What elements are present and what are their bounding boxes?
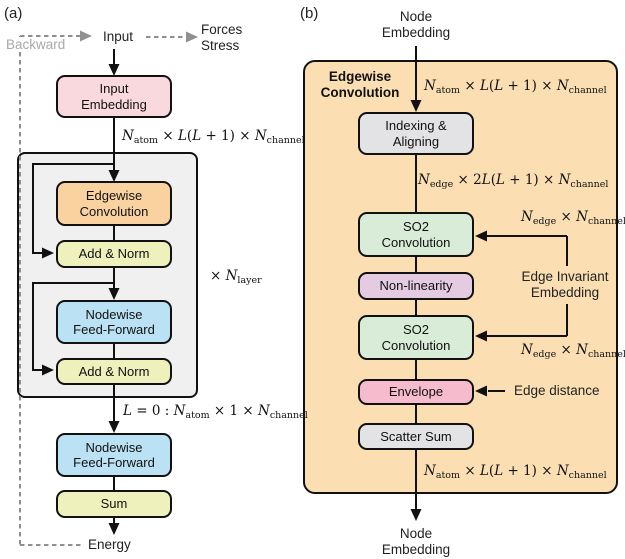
- nodewise-feed-forward-node-2: Nodewise Feed-Forward: [56, 433, 172, 477]
- input-embedding-node: Input Embedding: [56, 75, 172, 118]
- edge-distance-label: Edge distance: [514, 383, 600, 398]
- so2-convolution-node-1: SO2 Convolution: [358, 212, 474, 257]
- solid-connectors: [32, 46, 568, 524]
- node-embedding-top-label: Node Embedding: [381, 9, 451, 40]
- dim-label-atom: Natom × L(L + 1) × Nchannel: [122, 128, 305, 146]
- arrowheads: [42, 64, 487, 535]
- non-linearity-node: Non-linearity: [358, 272, 474, 300]
- forces-stress-label: Forces Stress: [201, 22, 243, 53]
- backward-label: Backward: [6, 37, 66, 52]
- envelope-node: Envelope: [358, 379, 474, 405]
- dim-label-atom-in: Natom × L(L + 1) × Nchannel: [424, 78, 607, 96]
- nodewise-feed-forward-node-1: Nodewise Feed-Forward: [56, 300, 172, 344]
- dim-label-atom-out: Natom × L(L + 1) × Nchannel: [424, 463, 607, 481]
- dim-label-edge-channel-2: Nedge × Nchannel: [521, 342, 625, 360]
- edgewise-convolution-title: Edgewise Convolution: [320, 69, 400, 100]
- edgewise-convolution-node: Edgewise Convolution: [56, 181, 172, 226]
- indexing-aligning-node: Indexing & Aligning: [358, 112, 474, 155]
- so2-convolution-node-2: SO2 Convolution: [358, 315, 474, 360]
- skip-connection-2: [32, 282, 114, 371]
- dashed-arrowheads: [80, 30, 198, 43]
- add-norm-node-1: Add & Norm: [56, 240, 172, 268]
- edge-invariant-embedding-label: Edge Invariant Embedding: [521, 269, 609, 300]
- n-layer-label: × Nlayer: [210, 268, 262, 286]
- backward-dashed-path: [19, 35, 186, 546]
- sum-node: Sum: [56, 490, 172, 518]
- scatter-sum-node: Scatter Sum: [358, 423, 474, 450]
- dim-label-edge-2l: Nedge × 2L(L + 1) × Nchannel: [418, 172, 609, 190]
- skip-connection-1: [32, 163, 114, 254]
- panel-b-label: (b): [300, 5, 319, 22]
- add-norm-node-2: Add & Norm: [56, 358, 172, 385]
- node-embedding-bottom-label: Node Embedding: [381, 526, 451, 557]
- energy-label: Energy: [88, 537, 131, 552]
- panel-a-label: (a): [4, 5, 23, 22]
- dim-label-l0: L = 0 : Natom × 1 × Nchannel: [123, 403, 308, 421]
- dim-label-edge-channel-1: Nedge × Nchannel: [521, 209, 625, 227]
- input-label: Input: [102, 29, 134, 44]
